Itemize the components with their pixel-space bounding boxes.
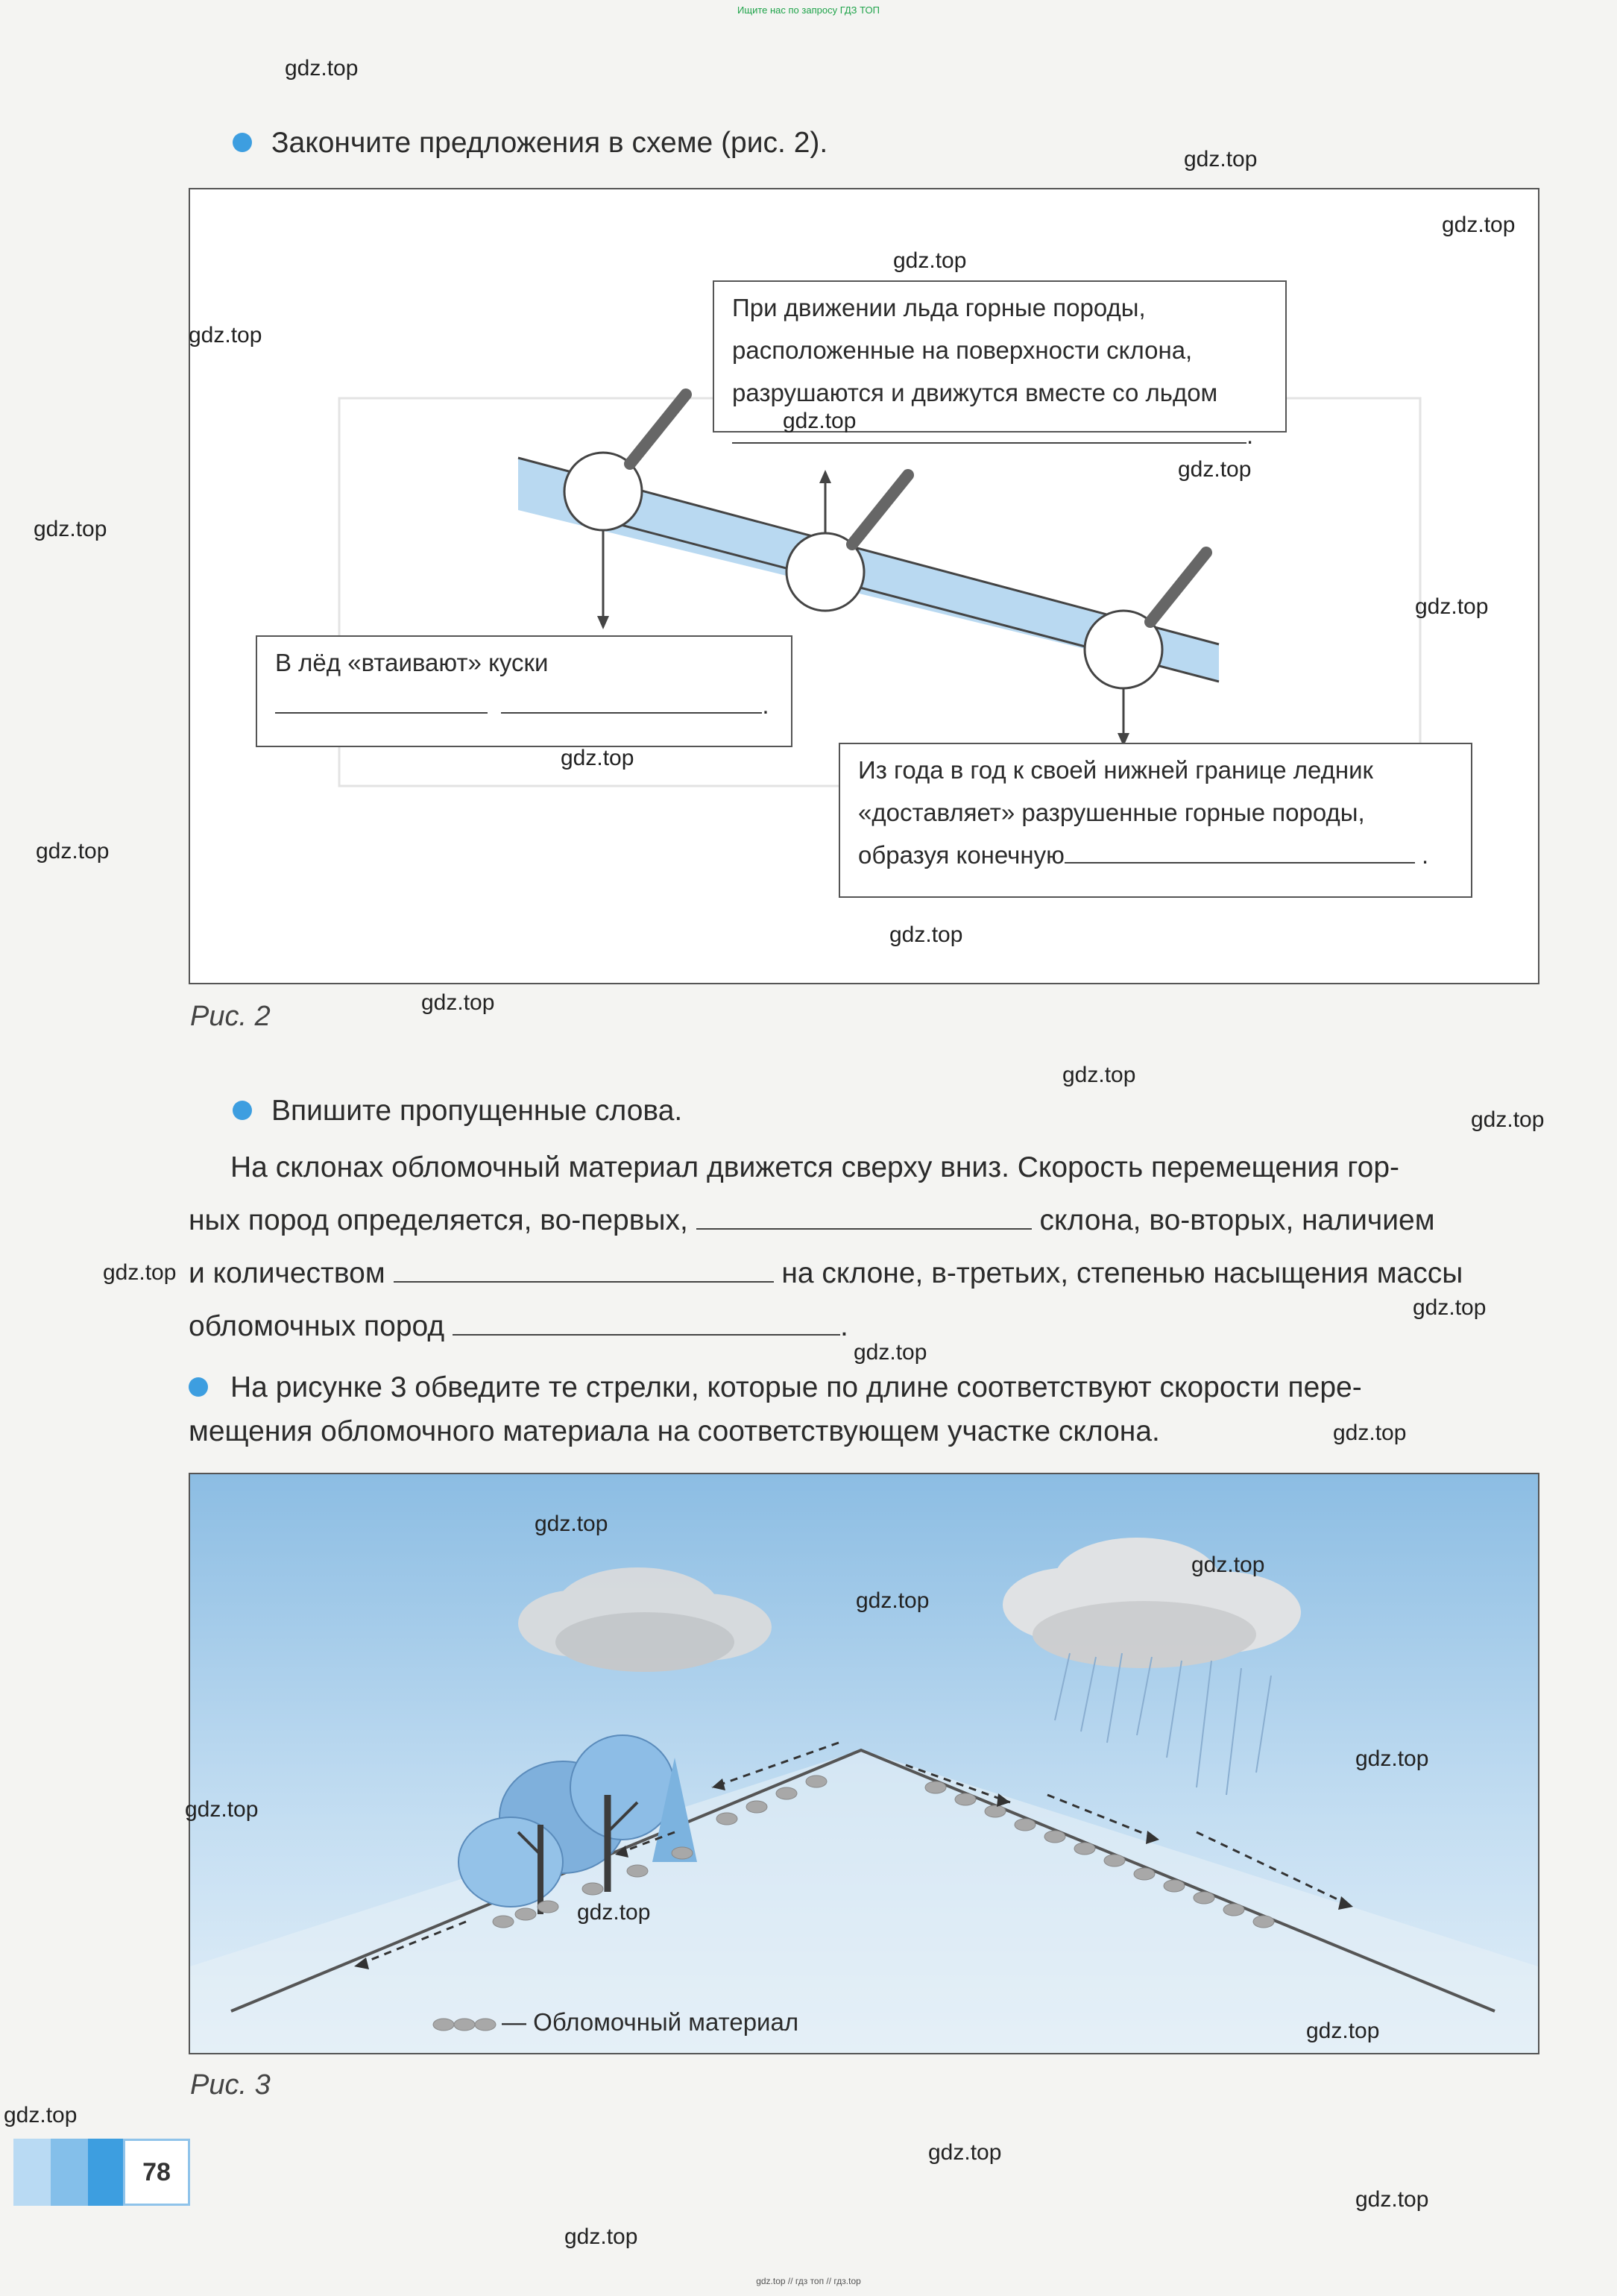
task2-heading: Впишите пропущенные слова. [233, 1095, 682, 1127]
watermark: gdz.top [1333, 1421, 1407, 1445]
figure-3-caption: Рис. 3 [190, 2069, 271, 2101]
legend-stones-icon [432, 2018, 497, 2031]
box-left-answer-line[interactable]: . [275, 684, 773, 726]
task2-paragraph: На склонах обломочный материал движется … [189, 1141, 1539, 1353]
watermark: gdz.top [577, 1900, 651, 1925]
slope-diagram [190, 1474, 1538, 2053]
page-tab-1 [13, 2139, 51, 2206]
box-top-line-1: При движении льда горные породы, [732, 294, 1146, 321]
bullet-icon [233, 132, 252, 152]
watermark: gdz.top [421, 990, 495, 1015]
box-top-answer-line: . [732, 414, 1267, 456]
figure-3: — Обломочный материал [189, 1473, 1539, 2054]
task2-text: Впишите пропущенные слова. [271, 1095, 683, 1127]
page-number: 78 [123, 2139, 190, 2206]
rain [1054, 1652, 1272, 1796]
watermark: gdz.top [34, 517, 107, 541]
mountain-body [190, 1750, 1538, 2053]
watermark: gdz.top [783, 409, 857, 433]
task2-line-2[interactable]: ных пород определяется, во-первых, склон… [189, 1204, 1435, 1236]
watermark: gdz.top [185, 1797, 259, 1822]
trees [458, 1734, 697, 1914]
watermark: gdz.top [928, 2140, 1002, 2165]
watermark: gdz.top [103, 1260, 177, 1285]
top-note: Ищите нас по запросу ГДЗ ТОП [737, 4, 880, 16]
watermark: gdz.top [1415, 594, 1489, 619]
arrow-head-1 [597, 616, 609, 629]
watermark: gdz.top [1413, 1295, 1487, 1320]
bullet-icon [189, 1377, 208, 1397]
watermark: gdz.top [1184, 147, 1258, 172]
arrow-head-3 [1118, 733, 1129, 746]
watermark: gdz.top [854, 1340, 927, 1365]
bottom-note: gdz.top // гдз топ // гдз.top [756, 2276, 861, 2286]
watermark: gdz.top [1178, 457, 1252, 482]
watermark: gdz.top [4, 2103, 78, 2127]
box-left-line-1: В лёд «втаивают» куски [275, 649, 549, 676]
box-ice-movement: При движении льда горные породы, располо… [713, 280, 1287, 449]
box-bottom-line-2: «доставляет» разрушенные горные породы, [858, 799, 1365, 826]
arrow-heads [354, 1778, 1353, 1969]
magnifier-handle-2 [846, 469, 914, 550]
magnifier-handle-1 [624, 389, 692, 470]
cloud-right [1003, 1538, 1301, 1668]
watermark: gdz.top [1355, 2187, 1429, 2212]
debris-stones [492, 1775, 1275, 1928]
figure-3-legend: — Обломочный материал [502, 2008, 799, 2036]
watermark: gdz.top [1442, 213, 1516, 237]
arrow-head-2 [819, 470, 831, 483]
watermark: gdz.top [285, 56, 359, 81]
watermark: gdz.top [189, 323, 262, 347]
watermark: gdz.top [1355, 1746, 1429, 1771]
watermark: gdz.top [1062, 1063, 1136, 1087]
figure-2-caption: Рис. 2 [190, 1001, 271, 1032]
magnifier-handle-3 [1144, 547, 1212, 628]
task1-text: Закончите предложения в схеме (рис. 2). [271, 127, 828, 159]
watermark: gdz.top [36, 839, 110, 864]
box-bottom-line-3[interactable]: образуя конечную . [858, 834, 1453, 876]
watermark: gdz.top [893, 248, 967, 273]
figure-2: При движении льда горные породы, располо… [189, 188, 1539, 984]
cloud-left [518, 1567, 772, 1672]
watermark: gdz.top [1306, 2019, 1380, 2043]
watermark: gdz.top [889, 922, 963, 947]
watermark: gdz.top [856, 1588, 930, 1613]
task2-line-3[interactable]: и количеством на склоне, в-третьих, степ… [189, 1257, 1463, 1289]
box-top-line-2: расположенные на поверхности склона, [732, 336, 1193, 364]
task3-line-1: На рисунке 3 обведите те стрелки, которы… [189, 1361, 1539, 1414]
page-tab-2 [51, 2139, 88, 2206]
watermark: gdz.top [1191, 1553, 1265, 1577]
box-bottom-line-1: Из года в год к своей нижней границе лед… [858, 756, 1373, 784]
watermark: gdz.top [564, 2224, 638, 2249]
watermark: gdz.top [1471, 1107, 1545, 1132]
glacier-band [518, 458, 1219, 682]
box-top-line-3: разрушаются и движутся вместе со льдом [732, 379, 1218, 406]
task3-paragraph: На рисунке 3 обведите те стрелки, которы… [189, 1361, 1539, 1458]
task1-heading: Закончите предложения в схеме (рис. 2). [233, 127, 828, 160]
task2-line-1: На склонах обломочный материал движется … [230, 1151, 1400, 1183]
movement-arrows [353, 1741, 1354, 1968]
page-tab-3 [88, 2139, 123, 2206]
box-terminal-moraine: Из года в год к своей нижней границе лед… [839, 743, 1472, 898]
bullet-icon [233, 1100, 252, 1120]
watermark: gdz.top [535, 1512, 608, 1536]
task2-line-4[interactable]: обломочных пород . [189, 1310, 848, 1342]
glacier-diagram [338, 389, 1422, 787]
box-ice-melt-in: В лёд «втаивают» куски . [256, 635, 792, 747]
watermark: gdz.top [561, 746, 634, 770]
mountain-outline [230, 1748, 1495, 2013]
task3-line-2: мещения обломочного материала на соответ… [189, 1415, 1160, 1447]
